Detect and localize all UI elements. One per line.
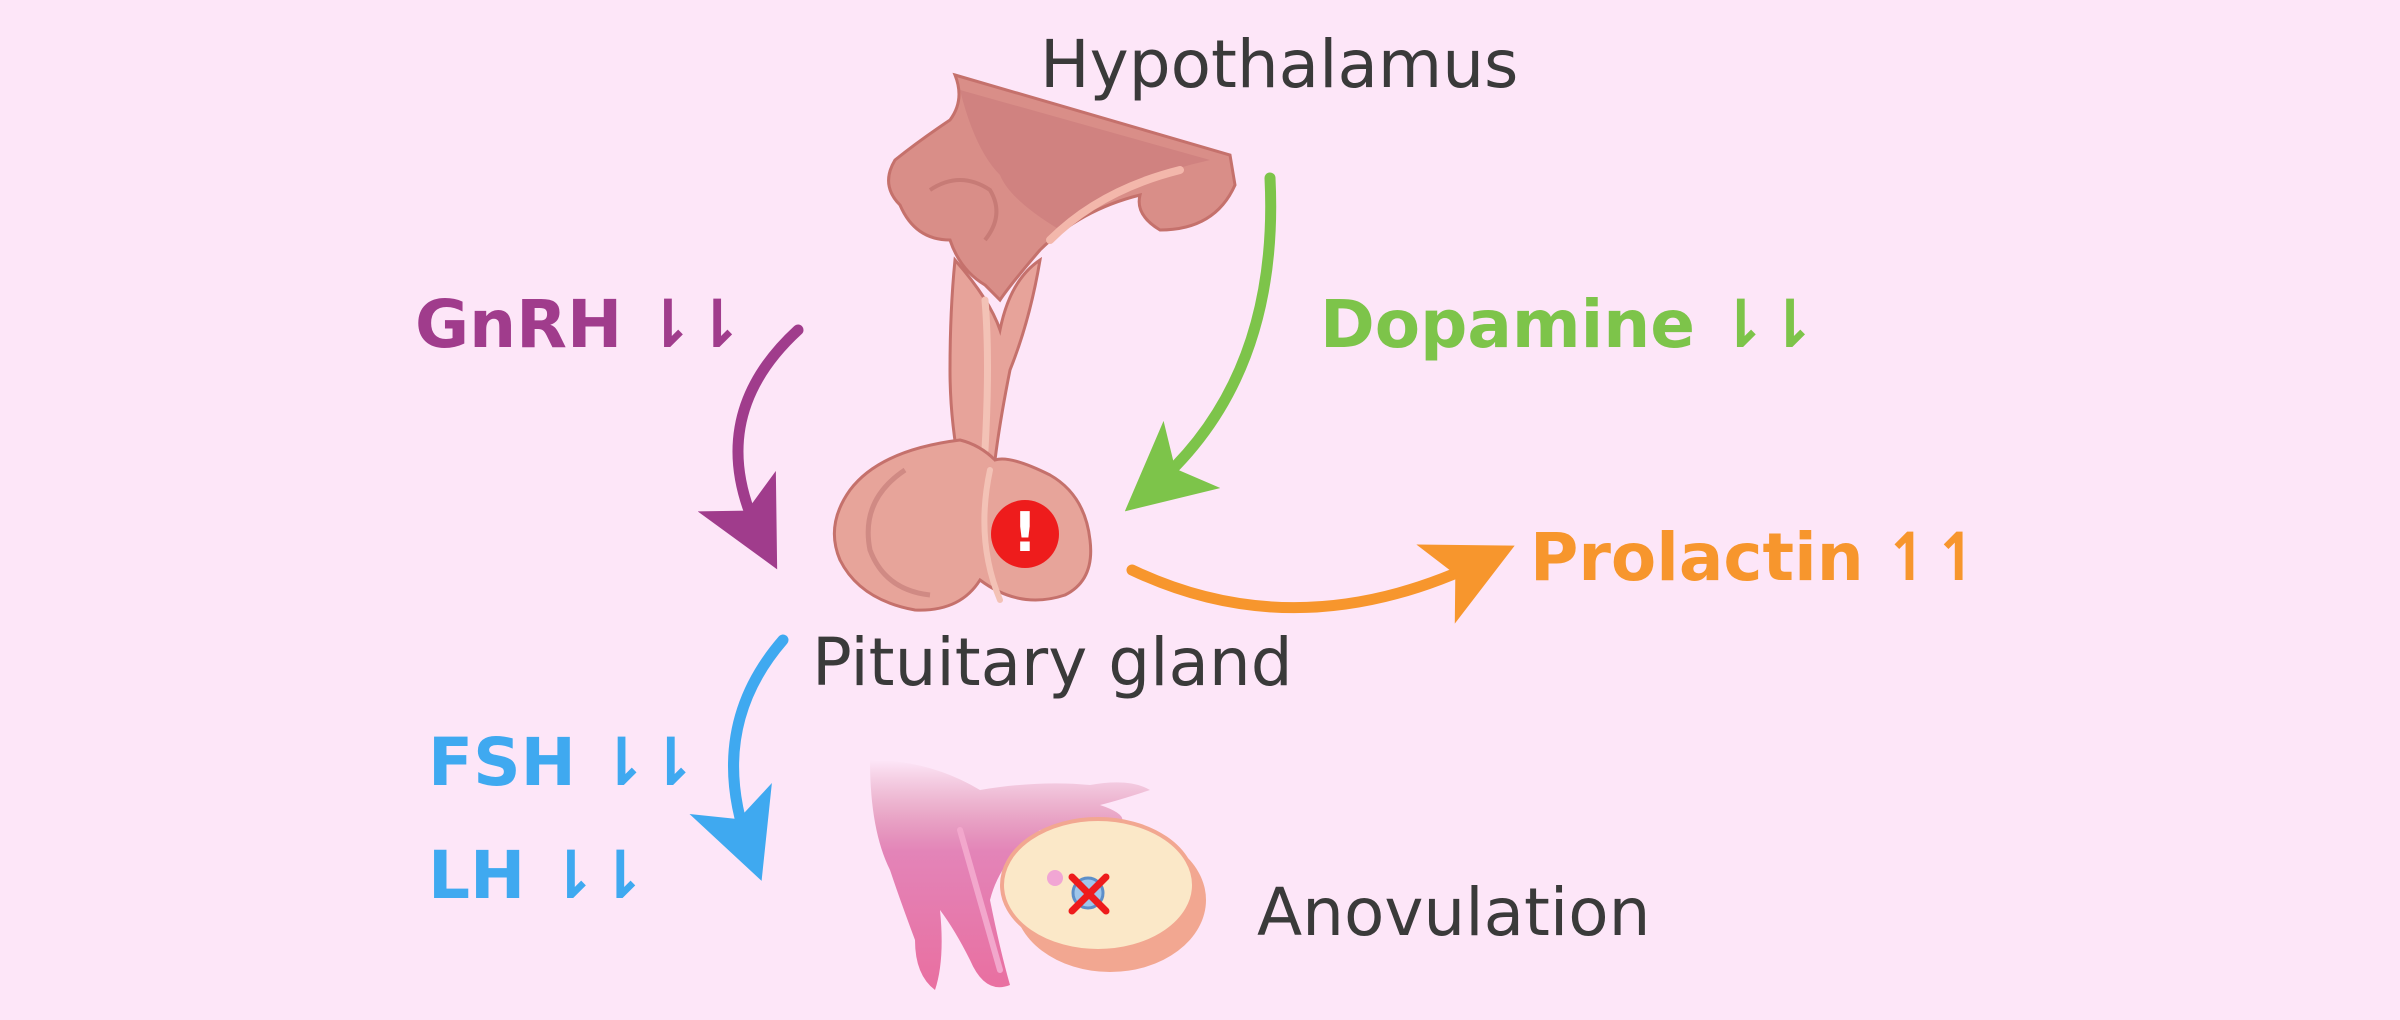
prolactin-label: Prolactin↿↿ — [1530, 525, 1986, 591]
pituitary-gland-label: Pituitary gland — [812, 624, 1293, 701]
dopamine-arrow — [1124, 172, 1277, 512]
alert-marker — [991, 500, 1059, 568]
fsh-name: FSH — [428, 724, 576, 801]
lh-label: LH⇂⇂ — [428, 843, 648, 909]
ovary-illustration — [870, 760, 1206, 990]
prolactin-arrow — [1126, 544, 1515, 624]
fsh-lh-arrow — [689, 634, 789, 881]
lh-name: LH — [428, 837, 526, 914]
gnrh-trend-down-icon: ⇂⇂ — [640, 286, 745, 363]
lh-trend-down-icon: ⇂⇂ — [543, 837, 648, 914]
hypothalamus-label: Hypothalamus — [1040, 26, 1519, 103]
prolactin-name: Prolactin — [1530, 519, 1864, 596]
gnrh-name: GnRH — [415, 286, 623, 363]
dopamine-trend-down-icon: ⇂⇂ — [1713, 286, 1818, 363]
dopamine-name: Dopamine — [1320, 286, 1696, 363]
alert-circle — [991, 500, 1059, 568]
exclamation-icon: ! — [1012, 501, 1038, 564]
fsh-trend-down-icon: ⇂⇂ — [593, 724, 699, 801]
follicle-small — [1047, 870, 1063, 886]
gnrh-label: GnRH⇂⇂ — [415, 292, 745, 358]
anovulation-label: Anovulation — [1257, 874, 1651, 951]
fallopian-tube — [870, 760, 1150, 990]
gnrh-arrow — [697, 324, 804, 570]
dopamine-label: Dopamine⇂⇂ — [1320, 292, 1818, 358]
fsh-label: FSH⇂⇂ — [428, 730, 698, 796]
pituitary-stalk — [948, 256, 1043, 472]
no-ovulation-cross-icon — [1068, 873, 1110, 915]
prolactin-trend-up-icon: ↿↿ — [1881, 519, 1987, 596]
